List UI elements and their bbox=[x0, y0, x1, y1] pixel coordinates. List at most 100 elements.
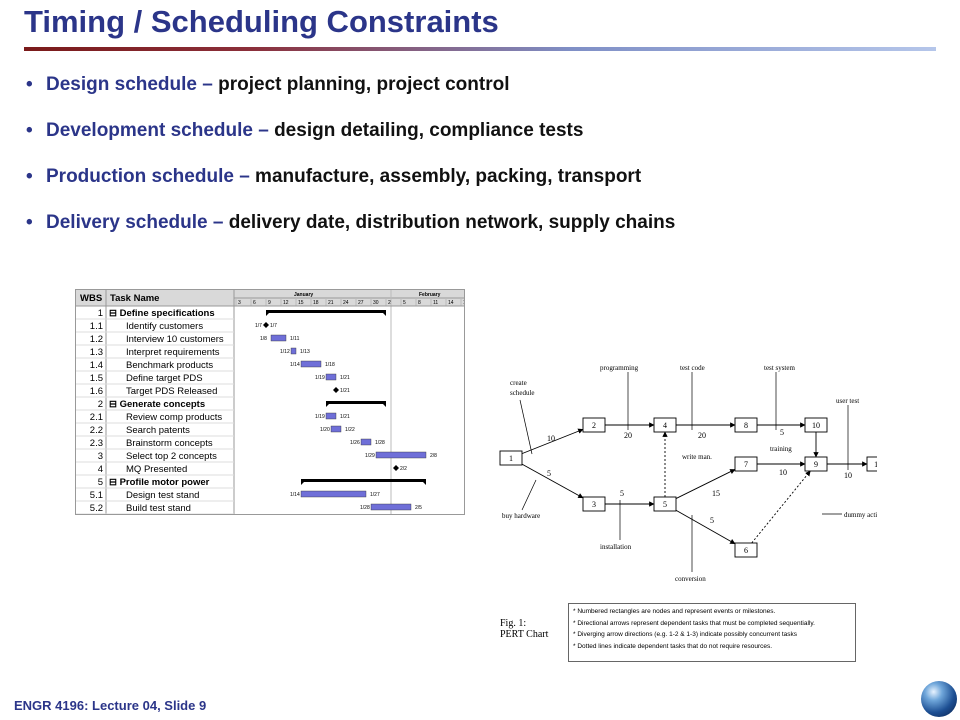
gantt-day-label: 18 bbox=[313, 300, 319, 306]
gantt-month-label: January bbox=[294, 292, 313, 298]
gantt-milestone bbox=[333, 387, 339, 393]
label-user-test: user test bbox=[836, 397, 859, 405]
gantt-day-label: 14 bbox=[448, 300, 454, 306]
gantt-day-label: 9 bbox=[268, 300, 271, 306]
gantt-day-label: 8 bbox=[418, 300, 421, 306]
pert-arrow bbox=[675, 469, 736, 499]
bullet-list: Design schedule – project planning, proj… bbox=[24, 74, 944, 258]
pert-duration: 10 bbox=[779, 468, 787, 477]
gantt-wbs: 2.2 bbox=[90, 425, 103, 436]
gantt-finish-label: 1/7 bbox=[270, 323, 277, 329]
gantt-start-label: 1/12 bbox=[280, 349, 290, 355]
gantt-wbs: 1.6 bbox=[90, 386, 103, 397]
pert-dummy-arrow bbox=[751, 470, 811, 544]
gantt-task-name: ⊟ Profile motor power bbox=[109, 477, 210, 488]
bullet-lead: Design schedule – bbox=[46, 74, 219, 95]
gantt-task-bar bbox=[300, 490, 367, 498]
legend-line: * Directional arrows represent dependent… bbox=[573, 619, 815, 627]
gantt-summary-cap bbox=[326, 401, 329, 407]
gantt-finish-label: 1/13 bbox=[300, 349, 310, 355]
gantt-header-bg bbox=[76, 290, 234, 306]
legend-line: * Dotted lines indicate dependent tasks … bbox=[573, 642, 773, 650]
gantt-month-label: February bbox=[419, 292, 441, 298]
gantt-task-bar bbox=[360, 438, 372, 446]
pert-chart: 12345678910111052052015510510createsched… bbox=[492, 360, 890, 595]
gantt-task-bar bbox=[270, 334, 287, 342]
gantt-day-label: 5 bbox=[403, 300, 406, 306]
pert-arrow bbox=[521, 463, 584, 499]
pert-node-number: 8 bbox=[744, 421, 748, 430]
pert-label-leader bbox=[519, 399, 533, 455]
gantt-task-name: ⊟ Generate concepts bbox=[109, 399, 205, 410]
label-dummy-activity: dummy activity bbox=[844, 511, 877, 519]
pert-label-leader bbox=[521, 479, 537, 511]
pert-node-number: 11 bbox=[874, 460, 877, 469]
pert-duration: 5 bbox=[547, 469, 551, 478]
title-underline bbox=[24, 47, 936, 51]
label-conversion: conversion bbox=[675, 575, 706, 583]
bullet-lead: Delivery schedule – bbox=[46, 212, 229, 233]
gantt-wbs: 2.1 bbox=[90, 412, 103, 423]
gantt-wbs: 5.2 bbox=[90, 503, 103, 514]
gantt-day-label: 21 bbox=[328, 300, 334, 306]
gantt-wbs: 1.3 bbox=[90, 347, 103, 358]
pert-node bbox=[804, 417, 828, 433]
gantt-task-bar bbox=[325, 373, 337, 381]
pert-duration: 5 bbox=[620, 489, 624, 498]
pert-node-number: 2 bbox=[592, 421, 596, 430]
slide-footer: ENGR 4196: Lecture 04, Slide 9 bbox=[14, 698, 207, 713]
gantt-wbs: 1.5 bbox=[90, 373, 103, 384]
gantt-summary-cap bbox=[383, 401, 386, 407]
gantt-day-label: 24 bbox=[343, 300, 349, 306]
bullet-item: Design schedule – project planning, proj… bbox=[24, 74, 944, 120]
gantt-task-name: Interview 10 customers bbox=[126, 334, 224, 345]
gantt-day-label: 6 bbox=[253, 300, 256, 306]
gantt-wbs: 1 bbox=[98, 308, 103, 319]
gantt-start-label: 1/8 bbox=[260, 336, 267, 342]
pert-duration: 15 bbox=[712, 489, 720, 498]
pert-node-number: 4 bbox=[663, 421, 667, 430]
label-buy-hardware: buy hardware bbox=[502, 512, 540, 520]
pert-duration: 5 bbox=[780, 428, 784, 437]
gantt-task-name: Benchmark products bbox=[126, 360, 213, 371]
pert-node bbox=[734, 456, 758, 472]
gantt-start-label: 1/14 bbox=[290, 362, 300, 368]
gantt-finish-label: 1/21 bbox=[340, 375, 350, 381]
gantt-task-bar bbox=[300, 360, 322, 368]
pert-node-number: 3 bbox=[592, 500, 596, 509]
label-test-system: test system bbox=[764, 364, 795, 372]
gantt-summary-cap bbox=[266, 310, 269, 316]
bullet-text: project planning, project control bbox=[218, 74, 510, 95]
gantt-wbs: 1.4 bbox=[90, 360, 103, 371]
gantt-finish-label: 1/22 bbox=[345, 427, 355, 433]
gantt-milestone bbox=[393, 465, 399, 471]
gantt-start-label: 1/7 bbox=[255, 323, 262, 329]
gantt-start-label: 1/28 bbox=[360, 505, 370, 511]
pert-arrow bbox=[675, 509, 736, 545]
pert-node bbox=[499, 450, 523, 466]
label-create-schedule: create bbox=[510, 379, 527, 387]
gantt-task-bar bbox=[375, 451, 427, 459]
gantt-task-name: Review comp products bbox=[126, 412, 222, 423]
slide-title: Timing / Scheduling Constraints bbox=[24, 4, 499, 39]
label-training: training bbox=[770, 445, 792, 453]
gantt-task-bar bbox=[290, 347, 297, 355]
gantt-task-name: Define target PDS bbox=[126, 373, 203, 384]
gantt-finish-label: 1/11 bbox=[290, 336, 300, 342]
pert-duration: 5 bbox=[710, 516, 714, 525]
globe-logo bbox=[921, 681, 957, 717]
bullet-item: Production schedule – manufacture, assem… bbox=[24, 166, 944, 212]
legend-line: * Diverging arrow directions (e.g. 1-2 &… bbox=[573, 631, 797, 638]
gantt-start-label: 1/26 bbox=[350, 440, 360, 446]
label-write-man: write man. bbox=[682, 453, 712, 461]
gantt-task-bar bbox=[330, 425, 342, 433]
pert-node bbox=[653, 496, 677, 512]
gantt-task-name: ⊟ Define specifications bbox=[109, 308, 215, 319]
pert-node bbox=[582, 417, 606, 433]
gantt-finish-label: 2/8 bbox=[430, 453, 437, 459]
gantt-task-bar bbox=[370, 503, 412, 511]
pert-node-number: 9 bbox=[814, 460, 818, 469]
pert-duration: 10 bbox=[547, 434, 555, 443]
gantt-task-name: Design test stand bbox=[126, 490, 199, 501]
